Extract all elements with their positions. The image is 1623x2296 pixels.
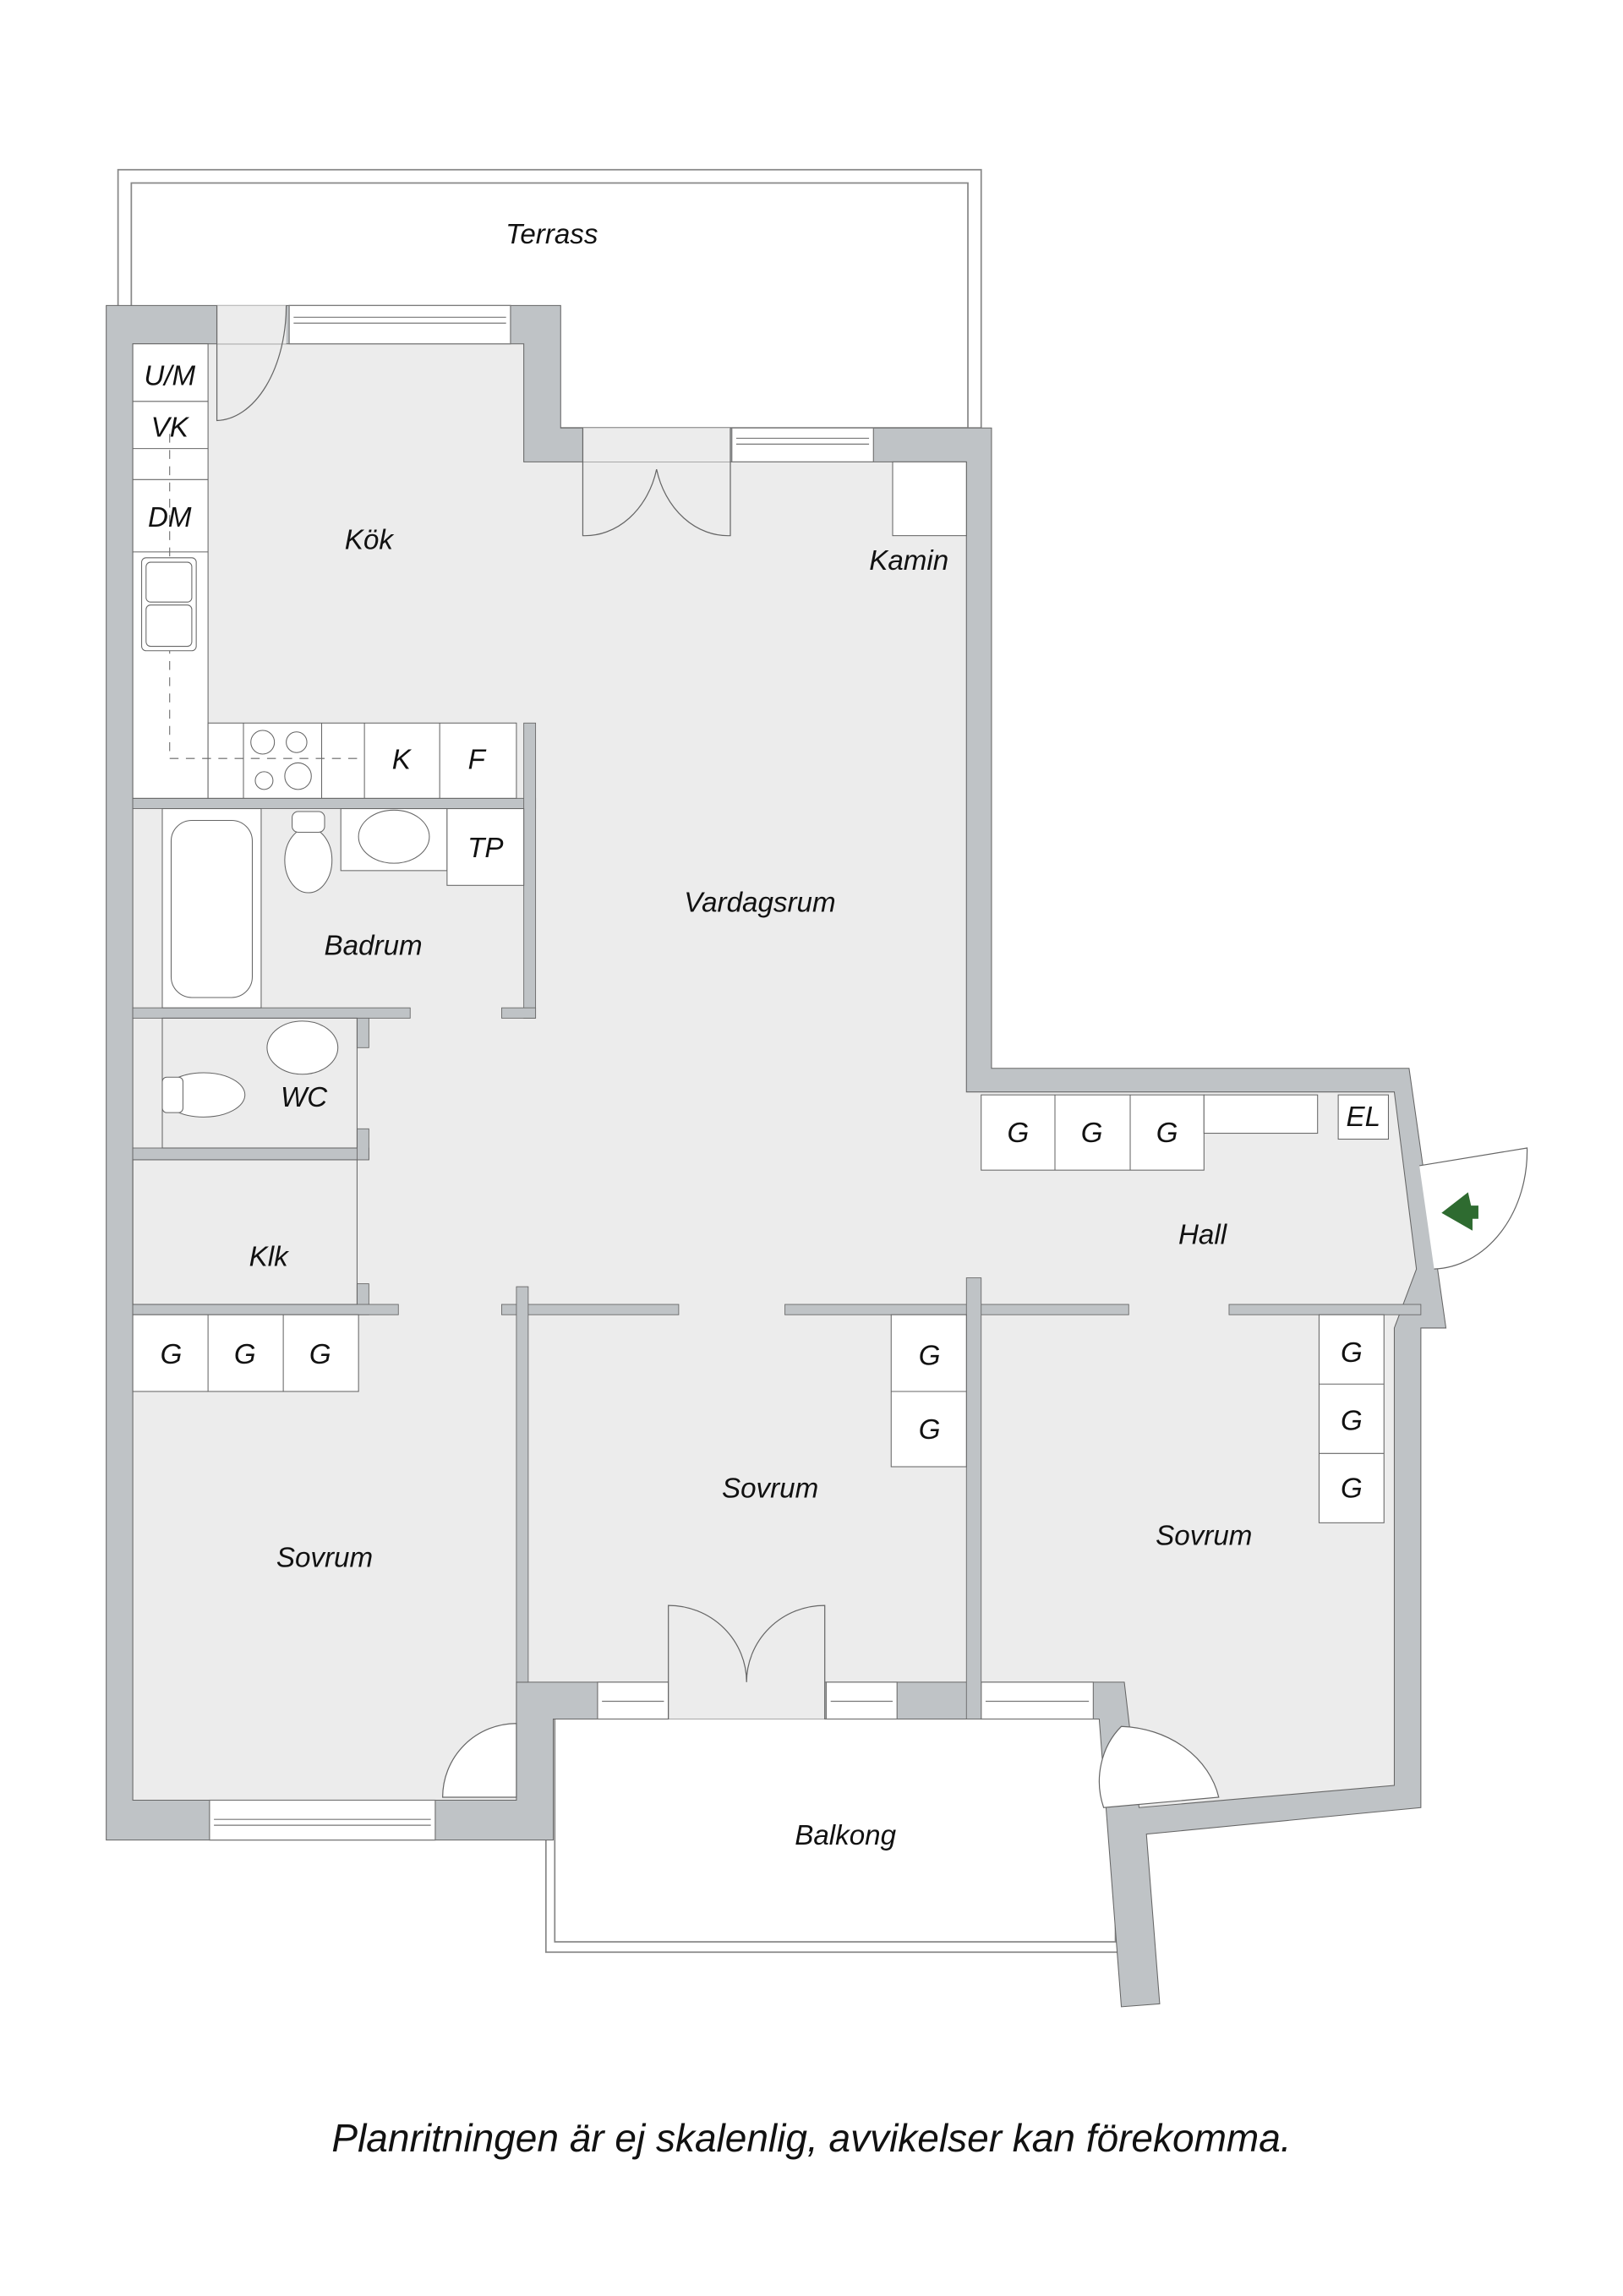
label-g: G xyxy=(1156,1118,1178,1149)
label-el: EL xyxy=(1347,1102,1381,1133)
label-g: G xyxy=(1081,1118,1103,1149)
windows xyxy=(209,304,1094,1841)
label-g: G xyxy=(1341,1405,1363,1436)
label-g: G xyxy=(234,1339,256,1370)
label-badrum: Badrum xyxy=(325,930,423,961)
kitchen-counters xyxy=(132,343,517,799)
label-k: K xyxy=(392,744,413,775)
label-sovrum-middle: Sovrum xyxy=(722,1473,818,1505)
label-tp: TP xyxy=(467,833,503,864)
label-g: G xyxy=(309,1339,331,1370)
interior-walls xyxy=(132,722,1422,1719)
label-vk: VK xyxy=(151,413,190,444)
disclaimer: Planritningen är ej skalenlig, avvikelse… xyxy=(331,2116,1292,2160)
doors xyxy=(216,305,1528,1808)
label-terrass: Terrass xyxy=(505,219,598,250)
label-vardagsrum: Vardagsrum xyxy=(684,888,835,919)
label-f: F xyxy=(468,744,487,775)
label-um: U/M xyxy=(144,361,195,392)
label-kok: Kök xyxy=(345,524,395,555)
label-kamin: Kamin xyxy=(869,545,948,577)
balcony xyxy=(544,1710,1125,1954)
label-hall: Hall xyxy=(1178,1219,1228,1250)
label-wc: WC xyxy=(281,1082,328,1113)
label-sovrum-right: Sovrum xyxy=(1156,1521,1252,1552)
entrance-arrow-icon xyxy=(1441,1192,1478,1231)
wardrobes xyxy=(132,461,1389,1523)
label-dm: DM xyxy=(148,502,192,533)
label-g: G xyxy=(919,1341,941,1372)
bathroom-fixtures xyxy=(161,808,525,1149)
label-g: G xyxy=(1007,1118,1029,1149)
label-g: G xyxy=(1341,1473,1363,1505)
label-g: G xyxy=(161,1339,183,1370)
label-g: G xyxy=(919,1414,941,1446)
label-klk: Klk xyxy=(249,1242,289,1273)
label-g: G xyxy=(1341,1337,1363,1369)
label-sovrum-left: Sovrum xyxy=(276,1543,373,1574)
label-balkong: Balkong xyxy=(795,1820,896,1851)
